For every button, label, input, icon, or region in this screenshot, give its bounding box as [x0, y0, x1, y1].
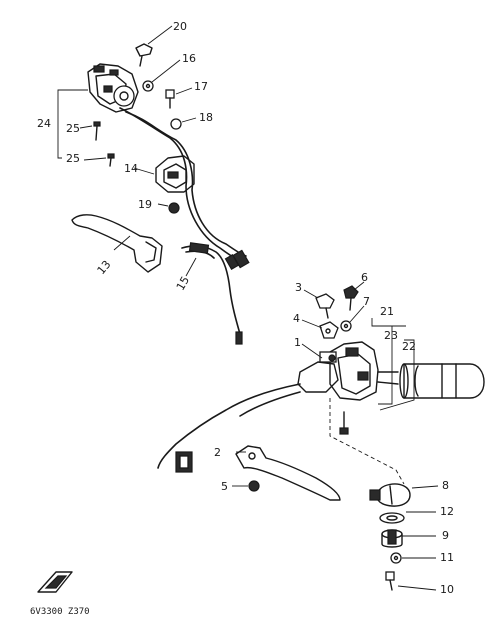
screw-23 [339, 411, 349, 435]
lever-bracket [155, 155, 195, 193]
leader-lines [57, 25, 439, 591]
callout-10: 10 [440, 583, 454, 596]
callout-24: 24 [37, 117, 51, 130]
callout-25-b: 25 [66, 152, 80, 165]
screw-20 [135, 43, 153, 67]
callout-15: 15 [174, 274, 192, 293]
screw-25-lower [107, 153, 115, 167]
screw-6 [343, 285, 359, 311]
callout-5: 5 [221, 480, 228, 493]
adjuster-9 [381, 529, 403, 548]
callout-19: 19 [138, 198, 152, 211]
callout-12: 12 [440, 505, 454, 518]
cable-15 [181, 242, 243, 345]
ring-12 [379, 512, 405, 524]
brake-hose [157, 383, 301, 473]
callout-14: 14 [124, 162, 138, 175]
callout-23: 23 [384, 329, 398, 342]
screw-25-upper [93, 121, 101, 141]
washer-16 [142, 80, 154, 92]
lever-13 [71, 214, 163, 273]
left-switch-wire [119, 107, 250, 271]
callout-2: 2 [214, 446, 221, 459]
bolt-3 [315, 293, 335, 319]
callout-13: 13 [95, 258, 114, 277]
callout-8: 8 [442, 479, 449, 492]
right-switch-housing [329, 341, 399, 401]
master-cylinder [297, 351, 339, 393]
washer-7 [340, 320, 352, 332]
nut-5 [248, 480, 260, 492]
throttle-grip [399, 363, 485, 399]
lever-2 [235, 445, 341, 501]
nut-4 [319, 321, 339, 339]
callout-22: 22 [402, 340, 416, 353]
callout-4: 4 [293, 312, 300, 325]
nut-19 [168, 202, 180, 214]
callout-21: 21 [380, 305, 394, 318]
callout-1: 1 [294, 336, 301, 349]
callout-20: 20 [173, 20, 187, 33]
callout-16: 16 [182, 52, 196, 65]
callout-7: 7 [363, 295, 370, 308]
left-switch-housing [87, 63, 139, 113]
callout-9: 9 [442, 529, 449, 542]
callout-6: 6 [361, 271, 368, 284]
callout-25-a: 25 [66, 122, 80, 135]
callout-3: 3 [295, 281, 302, 294]
callout-labels: 20 16 17 18 24 25 25 14 19 13 15 3 6 4 7… [37, 20, 454, 596]
callout-18: 18 [199, 111, 213, 124]
nut-18 [170, 118, 182, 130]
callout-17: 17 [194, 80, 208, 93]
diagram-code: 6V3300 Z370 [30, 607, 90, 617]
boot-8 [369, 483, 411, 507]
nut-11 [390, 552, 402, 564]
callout-11: 11 [440, 551, 454, 564]
front-arrow-icon [37, 571, 73, 593]
bolt-17 [165, 89, 175, 109]
bolt-10 [385, 571, 395, 591]
